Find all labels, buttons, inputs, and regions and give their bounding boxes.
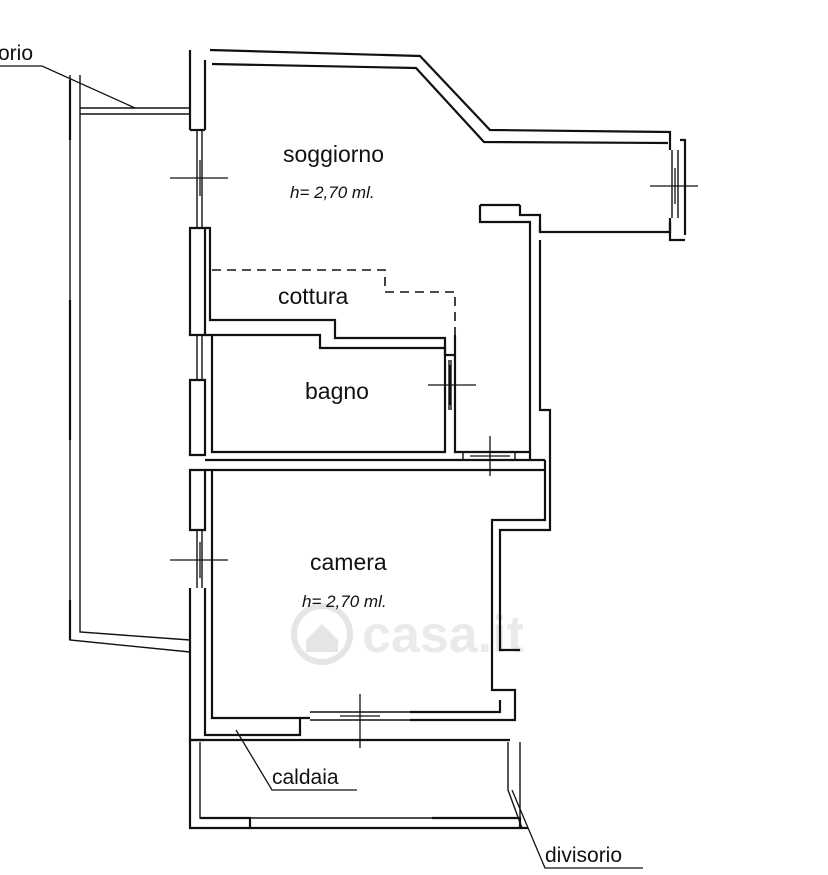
room-label-cottura: cottura: [278, 283, 349, 309]
callout-label-top-left: orio: [0, 42, 33, 65]
interior-walls: [205, 226, 545, 720]
opening-markers: [170, 160, 698, 748]
left-balcony: [68, 75, 191, 653]
callout-label-divisorio: divisorio: [545, 844, 622, 867]
room-label-soggiorno: soggiorno: [283, 141, 384, 167]
cottura-boundary: [212, 269, 456, 335]
watermark: casa.it: [291, 603, 524, 665]
height-label-soggiorno: h= 2,70 ml.: [290, 183, 375, 202]
callout-caldaia: caldaia: [235, 729, 357, 791]
room-label-bagno: bagno: [305, 378, 369, 404]
height-label-camera: h= 2,70 ml.: [302, 592, 387, 611]
callout-divisorio: divisorio: [511, 789, 643, 869]
bottom-balcony: [188, 740, 528, 830]
callout-top-left: orio: [0, 42, 136, 109]
callout-label-caldaia: caldaia: [272, 766, 339, 789]
watermark-text: casa.it: [362, 606, 524, 664]
room-label-camera: camera: [310, 549, 387, 575]
house-icon: [291, 603, 353, 665]
